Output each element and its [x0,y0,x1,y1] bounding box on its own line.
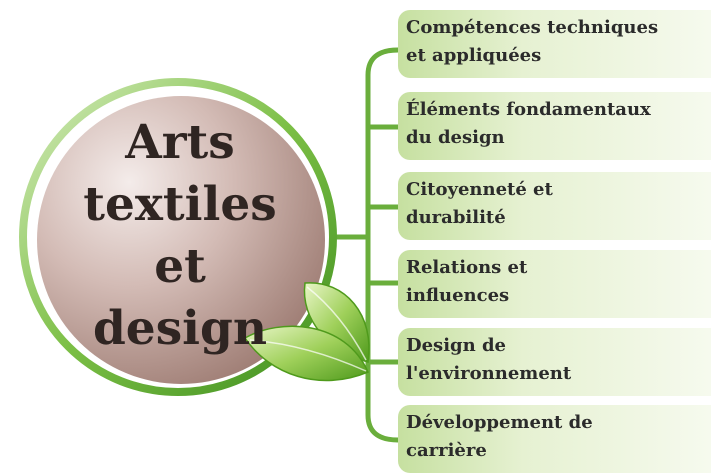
center-title-line-4: design [92,301,268,356]
center-ring [19,78,337,396]
branch-label: carrière [406,440,487,461]
branch-label: Relations et [406,257,528,278]
branch-label: Développement de [406,412,593,433]
branch-citoyennete: Citoyenneté et durabilité [398,172,711,240]
center-circle [37,96,325,384]
center-title-line-3: et [154,239,206,294]
center-title-line-1: Arts [125,115,235,170]
branch-label: durabilité [406,207,506,228]
branch-label: Compétences techniques [406,17,659,38]
connector-lines [332,47,401,443]
branch-label: et appliquées [406,45,542,66]
branch-elements-fondamentaux: Éléments fondamentaux du design [398,92,711,160]
branch-design-environnement: Design de l'environnement [398,328,711,396]
branch-developpement-carriere: Développement de carrière [398,405,711,473]
branch-label: Éléments fondamentaux [406,99,651,120]
branch-label: l'environnement [406,363,572,384]
branch-label: du design [406,127,505,148]
center-title-line-2: textiles [83,177,277,232]
branch-label: Citoyenneté et [406,179,553,200]
leaves-icon [243,282,370,382]
center-title: Arts textiles et design [60,112,300,360]
branch-relations: Relations et influences [398,250,711,318]
branch-competences-techniques: Compétences techniques et appliquées [398,10,711,78]
branch-label: Design de [406,335,507,356]
branch-label: influences [406,285,510,306]
